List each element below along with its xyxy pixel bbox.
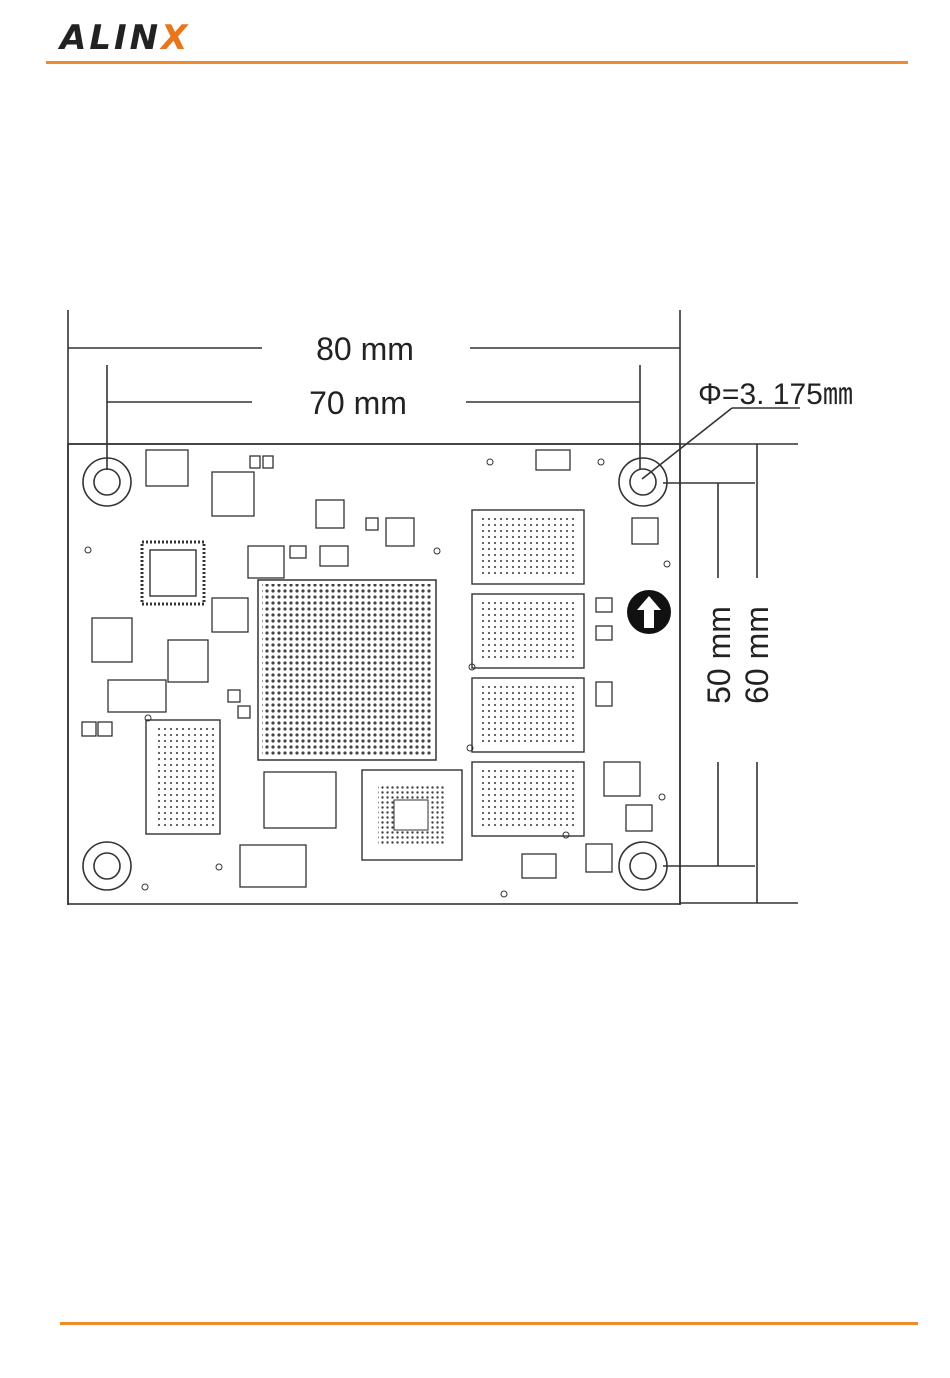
footer-rule (60, 1322, 918, 1325)
memory-chip-1 (472, 510, 584, 584)
qfp-chip (142, 542, 204, 604)
mounting-hole-bottom-right (619, 842, 667, 890)
mounting-hole-bottom-left (83, 842, 131, 890)
width-outer-label: 80 mm (316, 331, 414, 367)
memory-chip-4 (472, 762, 584, 836)
orientation-arrow-icon (627, 590, 671, 634)
flash-chip (146, 720, 220, 834)
memory-chip-3 (472, 678, 584, 752)
mounting-hole-top-right (619, 458, 667, 506)
height-outer-label: 60 mm (739, 606, 775, 704)
height-holes-label: 50 mm (701, 606, 737, 704)
main-bga-chip (258, 580, 436, 760)
memory-chip-2 (472, 594, 584, 668)
secondary-bga-chip (362, 770, 462, 860)
hole-diameter-label: Φ=3. 175㎜ (698, 378, 853, 411)
width-holes-label: 70 mm (309, 385, 407, 421)
